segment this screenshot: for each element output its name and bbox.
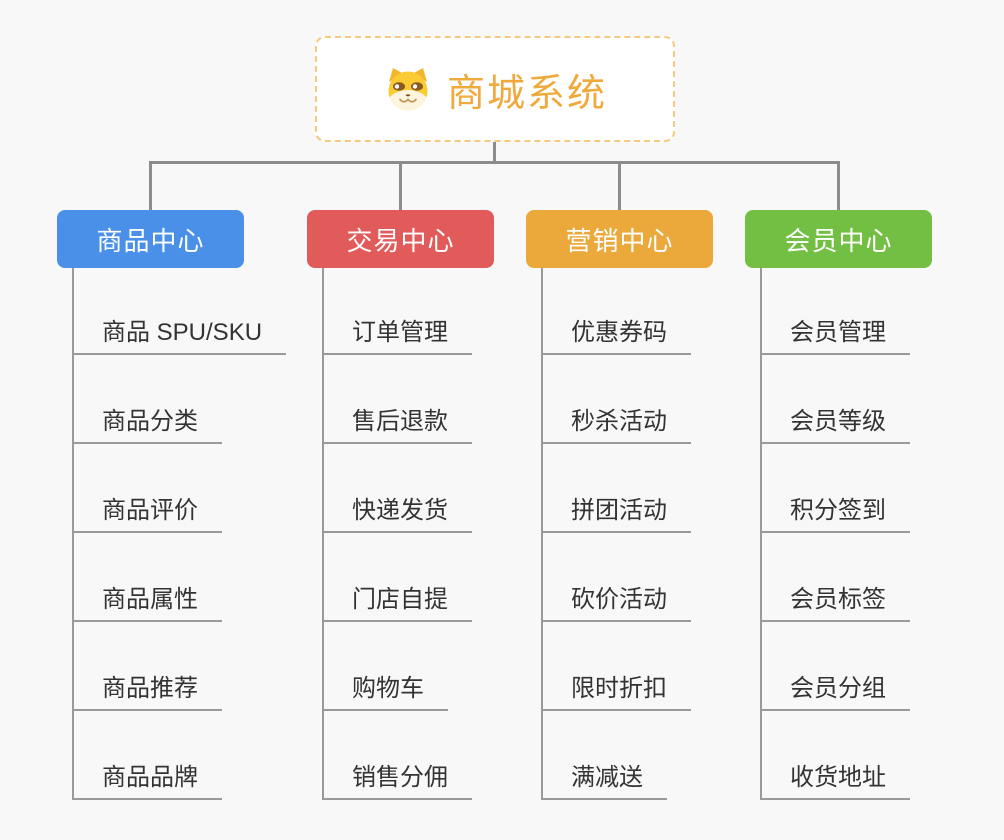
leaf-item[interactable]: 限时折扣 [541, 671, 691, 711]
leaf-item[interactable]: 拼团活动 [541, 493, 691, 533]
leaf-item[interactable]: 商品推荐 [72, 671, 222, 711]
branch-node-member-center[interactable]: 会员中心 [745, 210, 932, 268]
leaf-item[interactable]: 优惠券码 [541, 315, 691, 355]
dog-face-icon [388, 68, 428, 111]
leaf-item[interactable]: 积分签到 [760, 493, 910, 533]
connector-drop-marketing [618, 161, 621, 210]
leaf-item[interactable]: 门店自提 [322, 582, 472, 622]
connector-drop-trade [399, 161, 402, 210]
leaf-item[interactable]: 秒杀活动 [541, 404, 691, 444]
connector-root-drop [493, 142, 496, 163]
leaf-item[interactable]: 会员标签 [760, 582, 910, 622]
branch-spine [541, 268, 543, 800]
leaf-item[interactable]: 售后退款 [322, 404, 472, 444]
branch-node-product-center[interactable]: 商品中心 [57, 210, 244, 268]
branch-column-marketing: 营销中心 优惠券码 秒杀活动 拼团活动 砍价活动 限时折扣 满减送 [526, 210, 781, 830]
branch-column-product: 商品中心 商品 SPU/SKU 商品分类 商品评价 商品属性 商品推荐 商品品牌 [57, 210, 312, 830]
leaf-item[interactable]: 商品分类 [72, 404, 222, 444]
branch-node-marketing-center[interactable]: 营销中心 [526, 210, 713, 268]
connector-drop-product [149, 161, 152, 210]
leaf-item[interactable]: 满减送 [541, 760, 667, 800]
leaf-item[interactable]: 砍价活动 [541, 582, 691, 622]
leaf-item[interactable]: 购物车 [322, 671, 448, 711]
leaf-item[interactable]: 快递发货 [322, 493, 472, 533]
leaf-item[interactable]: 商品品牌 [72, 760, 222, 800]
leaf-item[interactable]: 商品 SPU/SKU [72, 315, 287, 355]
leaf-item[interactable]: 会员管理 [760, 315, 910, 355]
leaf-item[interactable]: 收货地址 [760, 760, 910, 800]
branch-spine [72, 268, 74, 800]
leaf-item[interactable]: 商品属性 [72, 582, 222, 622]
branch-column-trade: 交易中心 订单管理 售后退款 快递发货 门店自提 购物车 销售分佣 [307, 210, 562, 830]
leaf-item[interactable]: 商品评价 [72, 493, 222, 533]
root-node-mall-system[interactable]: 商城系统 [315, 36, 675, 142]
leaf-item[interactable]: 会员分组 [760, 671, 910, 711]
branch-spine [760, 268, 762, 800]
leaf-item[interactable]: 订单管理 [322, 315, 472, 355]
branch-spine [322, 268, 324, 800]
root-title: 商城系统 [446, 72, 607, 115]
connector-horizontal-bus [149, 161, 840, 164]
leaf-item[interactable]: 会员等级 [760, 404, 910, 444]
branch-node-trade-center[interactable]: 交易中心 [307, 210, 494, 268]
connector-drop-member [837, 161, 840, 210]
branch-column-member: 会员中心 会员管理 会员等级 积分签到 会员标签 会员分组 收货地址 [745, 210, 1000, 830]
leaf-item[interactable]: 销售分佣 [322, 760, 472, 800]
